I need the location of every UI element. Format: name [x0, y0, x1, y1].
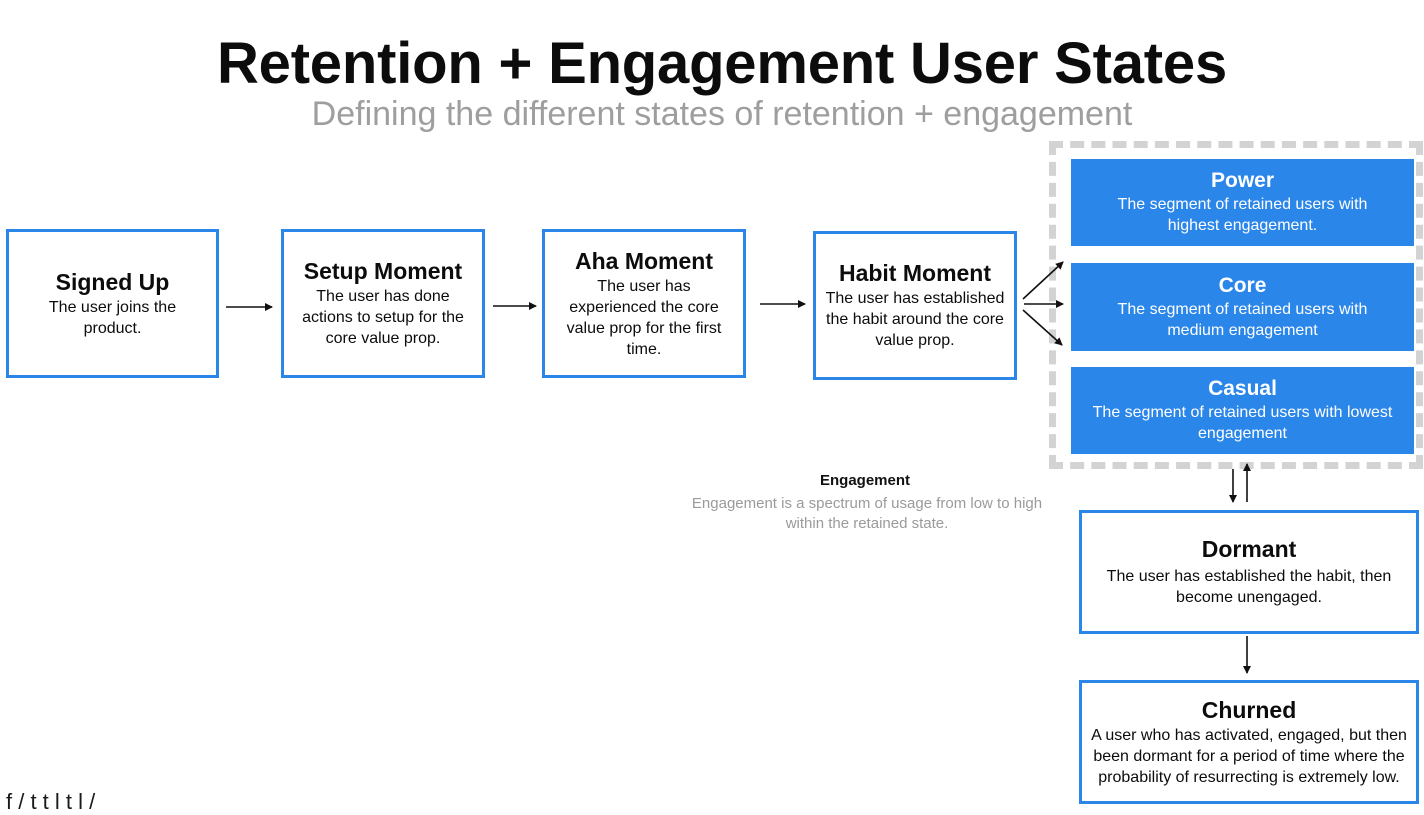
diagram-subtitle: Defining the different states of retenti…: [311, 95, 1133, 133]
casual-desc: The segment of retained users with lowes…: [1092, 404, 1393, 442]
dormant-desc: The user has established the habit, then…: [1106, 568, 1392, 606]
engagement-note-title: Engagement: [819, 472, 910, 489]
power-segment: Power The segment of retained users with…: [1071, 159, 1414, 246]
churned-desc: A user who has activated, engaged, but t…: [1091, 726, 1407, 786]
signed-up-title: Signed Up: [55, 268, 170, 295]
setup-moment-box: Setup Moment The user has done actions t…: [281, 229, 485, 378]
engagement-note-text: Engagement is a spectrum of usage from l…: [691, 495, 1043, 532]
habit-moment-desc: The user has established the habit aroun…: [825, 290, 1005, 349]
retained-state-group: [1049, 141, 1423, 469]
diagram-title: Retention + Engagement User States: [216, 31, 1228, 96]
arrow-habit-to-casual: [1022, 309, 1063, 346]
dormant-box: Dormant The user has established the hab…: [1079, 510, 1419, 634]
aha-moment-title: Aha Moment: [575, 247, 713, 274]
casual-title: Casual: [1208, 377, 1277, 400]
habit-moment-title: Habit Moment: [838, 260, 992, 286]
core-segment: Core The segment of retained users with …: [1071, 263, 1414, 351]
setup-moment-desc: The user has done actions to setup for t…: [302, 288, 464, 347]
casual-segment: Casual The segment of retained users wit…: [1071, 367, 1414, 454]
aha-moment-desc: The user has experienced the core value …: [566, 277, 722, 358]
signed-up-box: Signed Up The user joins the product.: [6, 229, 219, 378]
setup-moment-title: Setup Moment: [303, 258, 463, 284]
habit-moment-box: Habit Moment The user has established th…: [813, 231, 1017, 380]
power-desc: The segment of retained users with highe…: [1117, 196, 1368, 234]
power-title: Power: [1210, 169, 1275, 192]
churned-title: Churned: [1201, 696, 1297, 723]
signed-up-desc: The user joins the product.: [48, 298, 177, 337]
dormant-title: Dormant: [1201, 536, 1297, 562]
core-desc: The segment of retained users with mediu…: [1117, 300, 1368, 339]
core-title: Core: [1218, 273, 1267, 297]
arrow-habit-to-power: [1022, 261, 1064, 300]
aha-moment-box: Aha Moment The user has experienced the …: [542, 229, 746, 378]
churned-box: Churned A user who has activated, engage…: [1079, 680, 1419, 804]
